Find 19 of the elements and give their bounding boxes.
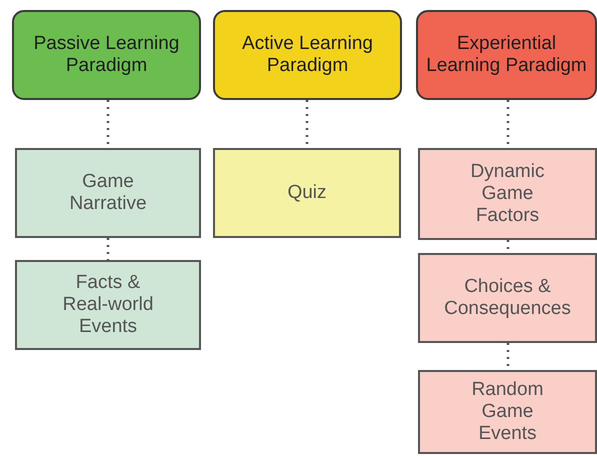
box-label: Experiential Learning Paradigm [426,33,587,77]
element-box [15,148,201,238]
paradigm-box [213,10,402,100]
element-box [418,253,597,343]
box-label: Random Game Events [470,379,544,445]
box-label: Game Narrative [68,171,148,215]
box-label: Facts & Real-world Events [62,272,154,338]
box-label: Passive Learning Paradigm [32,33,180,77]
element-box [15,260,201,350]
paradigm-box [12,10,201,100]
box-label: Dynamic Game Factors [470,161,546,227]
dotted-connector [106,238,110,260]
element-box [213,148,401,238]
box-label: Quiz [287,182,327,204]
box-label: Choices & Consequences [443,276,572,320]
paradigm-box [416,10,597,100]
box-label: Active Learning Paradigm [241,33,374,77]
element-box [418,370,597,454]
element-box [418,148,597,240]
